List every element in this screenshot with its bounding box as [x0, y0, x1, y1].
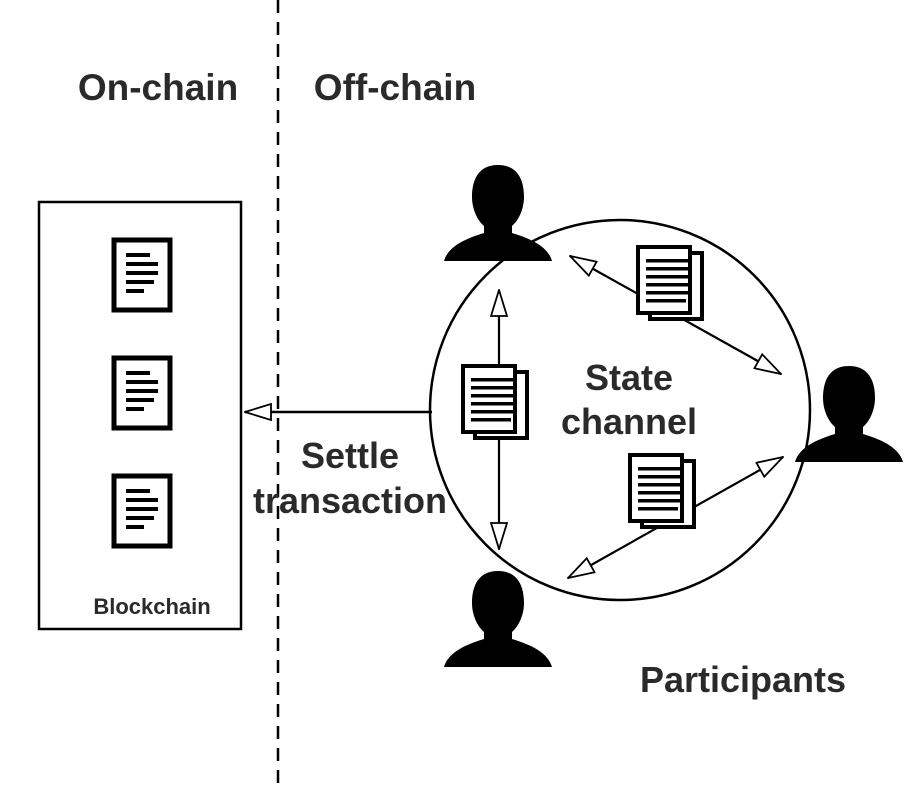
participant-bottom-person-icon: [444, 571, 552, 667]
state-channel-circle: [428, 218, 812, 602]
document-icon: [114, 358, 170, 428]
document-icon: [114, 476, 170, 546]
on-chain-heading: On-chain: [78, 67, 238, 108]
document-icon: [114, 240, 170, 310]
participant-top-person-icon: [444, 165, 552, 261]
stacked-documents-icon: [628, 453, 696, 529]
state-channel-label-line1: State: [585, 357, 673, 398]
state-channel-label-line2: channel: [561, 401, 697, 442]
off-chain-heading: Off-chain: [314, 67, 476, 108]
participants-label: Participants: [640, 659, 846, 700]
stacked-documents-icon: [461, 364, 529, 440]
settle-transaction-label-line2: transaction: [253, 480, 447, 521]
blockchain-label: Blockchain: [93, 594, 210, 619]
settle-transaction-label-line1: Settle: [301, 435, 399, 476]
stacked-documents-icon: [636, 245, 704, 321]
